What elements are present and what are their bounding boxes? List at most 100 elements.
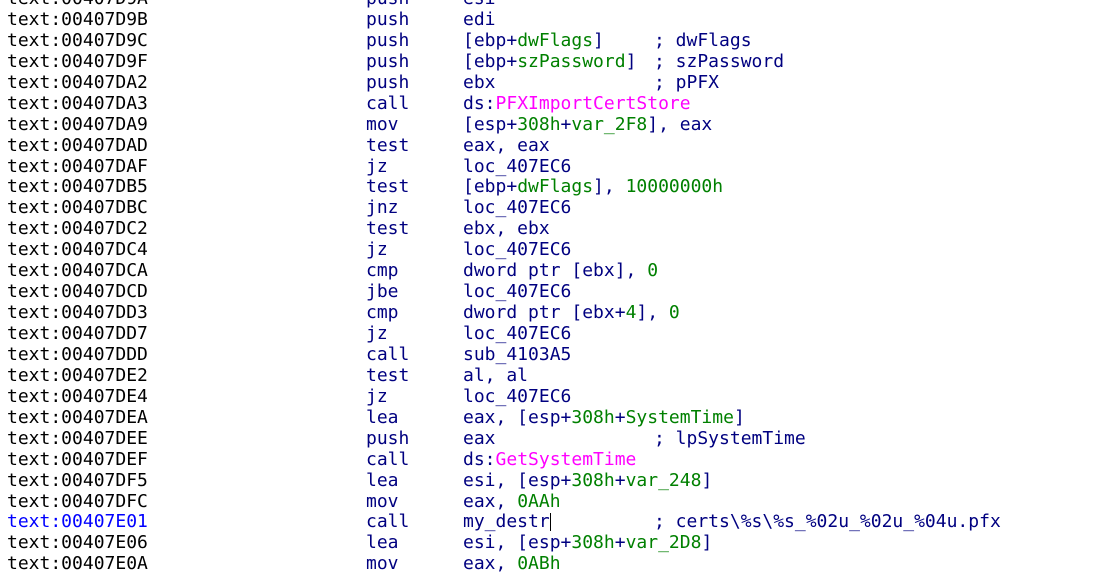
operand-token[interactable]: + <box>614 532 626 554</box>
row-mnemonic[interactable]: jz <box>366 385 388 407</box>
operand-token[interactable]: eax <box>463 427 496 449</box>
row-mnemonic[interactable]: call <box>366 448 410 470</box>
operand-token[interactable]: 0 <box>668 302 680 324</box>
row-mnemonic[interactable]: jz <box>366 239 388 261</box>
row-mnemonic[interactable]: push <box>366 0 409 10</box>
operand-token[interactable]: eax, <box>463 553 518 575</box>
operand-token[interactable]: ebx, ebx <box>463 218 550 240</box>
operand-token[interactable]: esi, [esp+ <box>463 532 572 554</box>
operand-token[interactable]: ] <box>733 406 745 428</box>
operand-token[interactable]: + <box>560 113 572 135</box>
row-address[interactable]: text:00407E01 <box>7 511 148 533</box>
row-address[interactable]: text:00407DCA <box>7 260 148 282</box>
row-operands[interactable]: [ebp+dwFlags] <box>463 29 604 52</box>
operand-token[interactable]: ], <box>593 176 626 198</box>
row-operands[interactable]: loc_407EC6 <box>463 155 572 178</box>
operand-token[interactable]: 308h <box>571 406 615 428</box>
operand-token[interactable]: loc_407EC6 <box>463 281 572 303</box>
row-address[interactable]: text:00407DCD <box>7 281 148 303</box>
operand-token[interactable]: loc_407EC6 <box>463 197 572 219</box>
row-operands[interactable]: [esp+308h+var_2F8], eax <box>463 113 713 136</box>
operand-token[interactable]: 308h <box>571 532 615 554</box>
operand-token[interactable]: [ebp+ <box>463 176 518 198</box>
row-mnemonic[interactable]: jbe <box>366 281 399 303</box>
row-mnemonic[interactable]: push <box>366 8 410 30</box>
row-mnemonic[interactable]: mov <box>366 113 399 135</box>
operand-token[interactable]: + <box>614 406 626 428</box>
row-operands[interactable]: eax, [esp+308h+SystemTime] <box>463 406 745 429</box>
row-mnemonic[interactable]: cmp <box>366 260 399 282</box>
operand-token[interactable]: 10000000h <box>625 176 724 198</box>
operand-token[interactable]: 0ABh <box>517 553 561 575</box>
row-operands[interactable]: [ebp+dwFlags], 10000000h <box>463 176 724 198</box>
operand-token[interactable]: ], eax <box>647 113 713 135</box>
operand-token[interactable]: ] <box>593 29 604 51</box>
operand-token[interactable]: dword ptr [ebx+ <box>463 302 626 324</box>
row-mnemonic[interactable]: test <box>366 134 410 156</box>
listing-row[interactable]: text:00407D9A push esi <box>0 0 1098 10</box>
row-address[interactable]: text:00407DAF <box>7 155 148 177</box>
operand-token[interactable]: 308h <box>571 469 615 491</box>
row-address[interactable]: text:00407DE2 <box>7 364 148 386</box>
operand-token[interactable]: szPassword <box>517 50 626 72</box>
row-operands[interactable]: [ebp+szPassword] <box>463 50 637 73</box>
row-mnemonic[interactable]: jnz <box>366 197 399 219</box>
row-mnemonic[interactable]: test <box>366 218 410 240</box>
operand-token[interactable]: loc_407EC6 <box>463 155 572 177</box>
row-operands[interactable]: esi <box>463 0 496 10</box>
row-mnemonic[interactable]: test <box>366 364 410 386</box>
row-address[interactable]: text:00407D9A <box>7 0 148 10</box>
row-address[interactable]: text:00407D9B <box>7 8 148 30</box>
row-address[interactable]: text:00407DD7 <box>7 323 148 344</box>
operand-token[interactable]: [ebp+ <box>463 29 518 51</box>
operand-token[interactable]: sub_4103A5 <box>463 343 572 365</box>
operand-token[interactable]: 4 <box>625 302 637 324</box>
operand-token[interactable]: GetSystemTime <box>495 448 637 470</box>
operand-token[interactable]: esi, [esp+ <box>463 469 572 491</box>
row-mnemonic[interactable]: cmp <box>366 302 399 324</box>
row-address[interactable]: text:00407E0A <box>7 553 148 575</box>
row-address[interactable]: text:00407DAD <box>7 134 148 156</box>
operand-token[interactable]: eax, <box>463 490 518 512</box>
row-mnemonic[interactable]: push <box>366 71 410 93</box>
row-mnemonic[interactable]: call <box>366 92 410 114</box>
row-address[interactable]: text:00407DD3 <box>7 302 148 324</box>
row-operands[interactable]: sub_4103A5 <box>463 343 572 366</box>
operand-token[interactable]: loc_407EC6 <box>463 239 572 261</box>
row-operands[interactable]: ebx <box>463 72 496 94</box>
operand-token[interactable]: dwFlags <box>517 29 594 51</box>
row-operands[interactable]: loc_407EC6 <box>463 239 572 261</box>
operand-token[interactable]: dwFlags <box>517 176 594 198</box>
operand-token[interactable]: [esp+ <box>463 113 518 135</box>
row-address[interactable]: text:00407DA2 <box>7 71 148 93</box>
operand-token[interactable]: var_2F8 <box>571 113 648 135</box>
operand-token[interactable]: ds: <box>463 92 496 114</box>
disassembly-listing[interactable]: text:00407D9Apushesitext:00407D9Bpushedi… <box>0 0 1098 575</box>
row-operands[interactable]: ebx, ebx <box>463 218 550 240</box>
operand-token[interactable]: var_2D8 <box>625 532 702 554</box>
operand-token[interactable]: ds: <box>463 448 496 470</box>
operand-token[interactable]: eax, eax <box>463 134 550 156</box>
row-operands[interactable]: loc_407EC6 <box>463 197 572 219</box>
row-address[interactable]: text:00407DE4 <box>7 385 148 407</box>
row-operands[interactable]: eax <box>463 427 496 450</box>
row-operands[interactable]: loc_407EC6 <box>463 281 572 303</box>
row-address[interactable]: text:00407D9F <box>7 50 148 72</box>
row-operands[interactable]: esi, [esp+308h+var_2D8] <box>463 532 712 554</box>
operand-token[interactable]: ] <box>625 50 637 72</box>
operand-token[interactable]: 308h <box>517 113 561 135</box>
row-mnemonic[interactable]: call <box>366 343 410 365</box>
row-address[interactable]: text:00407E06 <box>7 532 148 554</box>
operand-token[interactable]: esi <box>463 0 496 9</box>
operand-token[interactable]: + <box>614 469 626 491</box>
